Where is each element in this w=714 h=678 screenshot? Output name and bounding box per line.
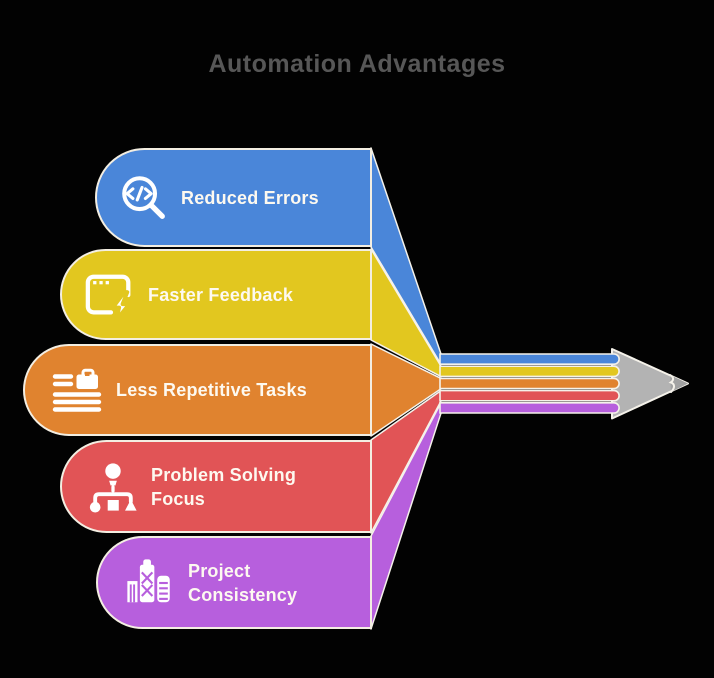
lightbulb-flowchart-icon bbox=[89, 462, 137, 513]
code-search-icon bbox=[122, 175, 165, 219]
banner-label-line: Problem Solving bbox=[151, 464, 297, 485]
page-title: Automation Advantages bbox=[208, 50, 506, 78]
banner-less-repetitive-tasks: Less Repetitive Tasks bbox=[23, 344, 372, 436]
banner-problem-solving-focus: Problem Solving Focus bbox=[60, 440, 372, 533]
banner-label-line: Project bbox=[188, 560, 251, 581]
stripe-project-consistency bbox=[439, 402, 620, 414]
stripe-less-repetitive-tasks bbox=[439, 377, 620, 390]
stripe-problem-solving-focus bbox=[439, 389, 620, 402]
banner-label-line: Focus bbox=[151, 488, 206, 509]
banner-project-consistency: Project Consistency bbox=[96, 536, 372, 629]
banner-label: Problem Solving Focus bbox=[151, 463, 296, 511]
banner-label: Faster Feedback bbox=[148, 283, 293, 307]
banner-label: Less Repetitive Tasks bbox=[116, 378, 307, 402]
banner-label-line: Faster Feedback bbox=[148, 284, 294, 305]
city-buildings-icon bbox=[127, 558, 170, 602]
banner-label: Reduced Errors bbox=[181, 186, 319, 210]
banner-label-line: Reduced Errors bbox=[181, 187, 319, 208]
banner-reduced-errors: Reduced Errors bbox=[95, 148, 372, 247]
banner-label-line: Less Repetitive Tasks bbox=[116, 380, 307, 400]
stripe-reduced-errors bbox=[439, 353, 620, 365]
pencil-tip-wave bbox=[668, 374, 676, 393]
stripe-faster-feedback bbox=[439, 365, 620, 378]
banner-label: Project Consistency bbox=[188, 559, 297, 607]
banner-faster-feedback: Faster Feedback bbox=[60, 249, 372, 340]
banner-label-line: Consistency bbox=[188, 584, 298, 605]
window-lightning-icon bbox=[85, 274, 132, 321]
task-list-icon bbox=[52, 368, 102, 412]
